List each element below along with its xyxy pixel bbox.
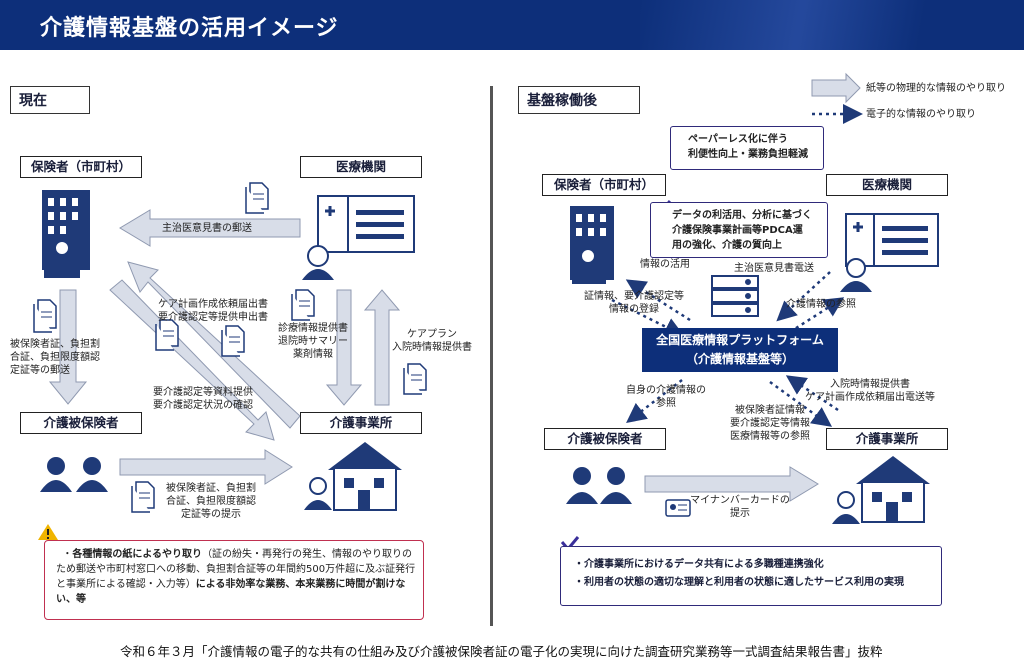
callout-paperless xyxy=(670,126,824,170)
document-icon-insurer xyxy=(33,299,57,333)
header-bar: 介護情報基盤の活用イメージ xyxy=(0,0,1024,50)
warning-bold-tail: による非効率な業務、本来業務に時間が割けない、等 xyxy=(56,579,406,605)
document-icon-present xyxy=(131,481,155,513)
document-icon-cert xyxy=(155,319,179,351)
benefit-item-1-text: 介護事業所におけるデータ共有による多職種連携強化 xyxy=(584,559,824,570)
label-mynumber: マイナンバーカードの 提示 xyxy=(690,495,790,519)
dotted-medical-to-platform xyxy=(776,271,831,322)
hospital-icon-right xyxy=(840,213,939,292)
label-cert-provide: 要介護認定等資料提供 要介護認定状況の確認 xyxy=(153,387,253,411)
document-icon-careplan-up xyxy=(403,363,427,395)
people-icon-right xyxy=(566,467,632,504)
label-careplan-up: ケアプラン 入院時情報提供書 xyxy=(392,329,472,353)
medical-box-left: 医療機関 xyxy=(300,156,422,178)
office-building-icon-right xyxy=(570,206,614,284)
mynumber-card-icon xyxy=(665,499,691,517)
office-building-icon-left xyxy=(42,190,90,278)
arrow-medical-to-office xyxy=(325,289,363,406)
benefit-item-2-text: 利用者の状態の適切な理解と利用者の状態に適したサービス利用の実現 xyxy=(584,577,904,588)
warning-panel xyxy=(44,540,424,620)
center-divider xyxy=(490,86,493,626)
warning-body: （証の紛失・再発行の発生、情報のやり取りのため郵送や市町村窓口への移動、負担割合… xyxy=(56,549,416,590)
document-icon-medical xyxy=(291,289,315,321)
arrow-insurer-to-insured xyxy=(48,289,88,405)
house-icon-left xyxy=(304,442,402,511)
legend-paper-label: 紙等の物理的な情報のやり取り xyxy=(866,83,1006,94)
arrow-insurer-to-office xyxy=(109,279,275,441)
arrow-insured-to-office xyxy=(119,449,293,485)
label-careplan-request: ケア計画作成依頼届出書 要介護認定等提供申出書 xyxy=(158,299,268,323)
label-self-ref: 自身の介護情報の 参照 xyxy=(626,385,706,409)
medical-box-right: 医療機関 xyxy=(826,174,948,196)
warning-bold-lead: 各種情報の紙によるやり取り xyxy=(72,549,203,560)
label-present: 被保険者証、負担割 合証、負担限度額認 定証等の提示 xyxy=(166,483,256,520)
label-care-ref: 介護情報の参照 xyxy=(786,299,856,310)
label-medical-info: 診療情報提供書 退院時サマリー 薬剤情報 xyxy=(278,323,348,360)
section-label-after: 基盤稼働後 xyxy=(518,86,640,114)
label-office-send: 入院時情報提供書 ケア計画作成依頼届出電送等 xyxy=(805,379,935,403)
arrow-office-to-medical xyxy=(363,289,401,406)
dotted-office-to-platform xyxy=(785,375,839,412)
header-shine xyxy=(640,0,1024,50)
legend-electronic-label: 電子的な情報のやり取り xyxy=(866,109,976,120)
dotted-platform-to-insurer xyxy=(625,279,691,322)
callout-data-use-text: データの利活用、分析に基づく 介護保険事業計画等PDCA運 用の強化、介護の質向… xyxy=(672,210,812,251)
arrow-office-to-insurer xyxy=(127,261,301,429)
document-icon-careplan xyxy=(221,325,245,357)
server-icon xyxy=(711,275,759,317)
legend-paper-arrow xyxy=(811,72,861,104)
insured-box-left: 介護被保険者 xyxy=(20,412,142,434)
care-office-box-right: 介護事業所 xyxy=(826,428,948,450)
page-title: 介護情報基盤の活用イメージ xyxy=(40,16,339,41)
source-footnote: 令和６年３月「介護情報の電子的な共有の仕組み及び介護被保険者証の電子化の実現に向… xyxy=(120,644,883,659)
label-opinion-electronic: 主治医意見書電送 xyxy=(734,263,814,274)
hospital-icon-left xyxy=(302,195,415,280)
care-office-box-left: 介護事業所 xyxy=(300,412,422,434)
section-label-current: 現在 xyxy=(10,86,90,114)
benefit-item-1: ・介護事業所におけるデータ共有による多職種連携強化 xyxy=(574,559,824,570)
callout-data-use xyxy=(650,202,828,258)
label-info-use: 情報の活用 xyxy=(640,259,690,270)
insurer-box-right: 保険者（市町村） xyxy=(542,174,666,196)
platform-box: 全国医療情報プラットフォーム （介護情報基盤等） xyxy=(642,328,838,372)
benefit-text: ・介護事業所におけるデータ共有による多職種連携強化 ・利用者の状態の適切な理解と… xyxy=(574,556,934,592)
benefit-item-2: ・利用者の状態の適切な理解と利用者の状態に適したサービス利用の実現 xyxy=(574,577,904,588)
label-insurer-mail: 被保険者証、負担割 合証、負担限度額認 定証等の郵送 xyxy=(10,339,100,376)
arrow-r-insured-to-office xyxy=(644,466,819,502)
label-opinion-mail: 主治医意見書の郵送 xyxy=(162,223,252,234)
warning-icon xyxy=(38,524,58,540)
insured-box-right: 介護被保険者 xyxy=(544,428,666,450)
callout-paperless-text: ペーパーレス化に伴う 利便性向上・業務負担軽減 xyxy=(688,134,808,160)
label-registration: 証情報、要介護認定等 情報の登録 xyxy=(584,291,684,315)
warning-text: ・各種情報の紙によるやり取り（証の紛失・再発行の発生、情報のやり取りのため郵送や… xyxy=(56,549,416,605)
document-icon-opinion xyxy=(245,182,269,214)
benefit-panel xyxy=(560,546,942,606)
label-office-ref: 被保険者証情報 要介護認定等情報 医療情報等の参照 xyxy=(730,405,810,442)
dotted-platform-to-office xyxy=(769,380,833,427)
house-icon-right xyxy=(832,456,930,524)
insurer-box-left: 保険者（市町村） xyxy=(20,156,142,178)
arrow-opinion-mail xyxy=(119,209,301,247)
dotted-platform-to-medical xyxy=(789,297,845,334)
people-icon-left xyxy=(40,457,108,492)
